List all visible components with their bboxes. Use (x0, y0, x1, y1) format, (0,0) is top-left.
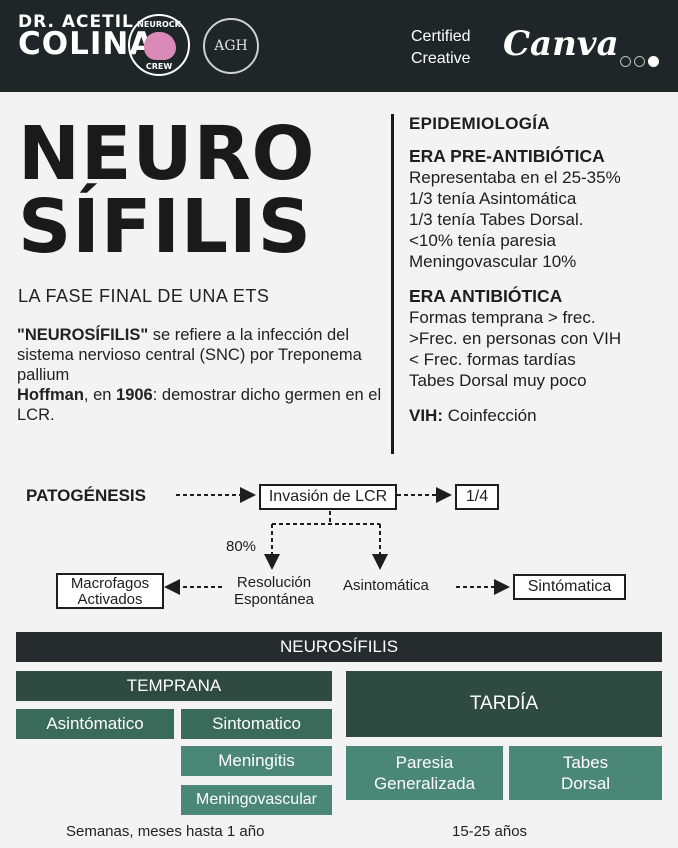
fraction-box: 1/4 (455, 484, 499, 510)
carousel-dot-3-active[interactable] (648, 56, 659, 67)
antibiotic-heading: ERA ANTIBIÓTICA (409, 286, 563, 306)
title-line2: SÍFILIS (18, 183, 312, 270)
late-header: TARDÍA (346, 671, 662, 737)
early-time-label: Semanas, meses hasta 1 año (66, 823, 265, 840)
early-header: TEMPRANA (16, 671, 332, 701)
badge1-top-text: NEUROCK (137, 20, 181, 29)
epidemiology-section: EPIDEMIOLOGÍA ERA PRE-ANTIBIÓTICA Repres… (409, 114, 671, 426)
certified-creative-label: Certified Creative (411, 26, 471, 70)
pre-item: Meningovascular 10% (409, 252, 577, 271)
macrophages-box: Macrofagos Activados (56, 573, 164, 609)
anti-item: Formas temprana > frec. (409, 308, 596, 327)
macro-line2: Activados (77, 591, 143, 608)
intro-paragraph: "NEUROSÍFILIS" se refiere a la infección… (17, 325, 387, 425)
pre-item: 1/3 tenía Asintomática (409, 189, 577, 208)
pre-antibiotic-heading: ERA PRE-ANTIBIÓTICA (409, 146, 605, 166)
cert-line2: Creative (411, 50, 471, 67)
page-subtitle: LA FASE FINAL DE UNA ETS (18, 286, 270, 306)
badge1-bottom-text: CREW (145, 62, 173, 71)
carousel-dot-1[interactable] (620, 56, 631, 67)
page-title: NEURO SÍFILIS (18, 111, 316, 270)
paresia-line1: Paresia (395, 753, 454, 772)
pathogenesis-label: PATOGÉNESIS (26, 486, 146, 505)
asymptomatic-text: Asintomática (343, 577, 429, 594)
table-header-neurosifilis: NEUROSÍFILIS (16, 632, 662, 662)
vih-label: VIH: (409, 406, 443, 425)
meningitis-cell: Meningitis (181, 746, 332, 776)
cert-line1: Certified (411, 28, 471, 45)
carousel-dots[interactable] (620, 52, 662, 71)
canva-logo: Canva (503, 24, 619, 64)
epidemiology-heading: EPIDEMIOLOGÍA (409, 114, 550, 133)
anti-item: Tabes Dorsal muy poco (409, 371, 587, 390)
paresia-line2: Generalizada (373, 774, 476, 793)
header-bar: DR. ACETIL COLINA NEUROCK CREW AGH Certi… (0, 0, 678, 92)
pre-item: Representaba en el 25-35% (409, 168, 621, 187)
resol-line1: Resolución (236, 574, 312, 591)
brand-logo: DR. ACETIL COLINA (18, 12, 154, 59)
meningovascular-cell: Meningovascular (181, 785, 332, 815)
tabes-dorsal-cell: Tabes Dorsal (509, 746, 662, 800)
intro-discovery: : demostrar dicho germen en el LCR. (17, 386, 382, 424)
percent-label: 80% (226, 538, 257, 555)
pre-item: <10% tenía paresia (409, 231, 556, 250)
tabes-line2: Dorsal (560, 774, 611, 793)
vih-value: Coinfección (443, 406, 537, 425)
carousel-dot-2[interactable] (634, 56, 645, 67)
anti-item: >Frec. en personas con VIH (409, 329, 622, 348)
intro-definition: se refiere a la infección del sistema ne… (17, 326, 362, 384)
agh-badge: AGH (203, 18, 259, 74)
neurock-crew-badge: NEUROCK CREW (128, 14, 190, 76)
column-divider (391, 114, 394, 454)
resolution-text: Resolución Espontánea (222, 574, 326, 608)
early-symptomatic-cell: Sintomatico (181, 709, 332, 739)
brand-line1: DR. ACETIL (18, 12, 134, 32)
title-line1: NEURO (18, 111, 316, 197)
author-name: Hoffman (17, 386, 84, 404)
resol-line2: Espontánea (233, 591, 315, 608)
paresia-cell: Paresia Generalizada (346, 746, 503, 800)
pre-item: 1/3 tenía Tabes Dorsal. (409, 210, 584, 229)
vih-line: VIH: Coinfección (409, 405, 671, 426)
tabes-line1: Tabes (562, 753, 609, 772)
symptomatic-box: Sintómatica (513, 574, 626, 600)
discovery-year: 1906 (116, 386, 153, 404)
late-time-label: 15-25 años (452, 823, 528, 840)
intro-sep: , en (83, 386, 117, 404)
anti-item: < Frec. formas tardías (409, 350, 576, 369)
early-asymptomatic-cell: Asintómatico (16, 709, 174, 739)
invasion-box: Invasión de LCR (259, 484, 397, 510)
term-neurosifilis: "NEUROSÍFILIS" (17, 326, 149, 344)
macro-line1: Macrofagos (70, 575, 150, 592)
brain-icon (144, 32, 176, 60)
